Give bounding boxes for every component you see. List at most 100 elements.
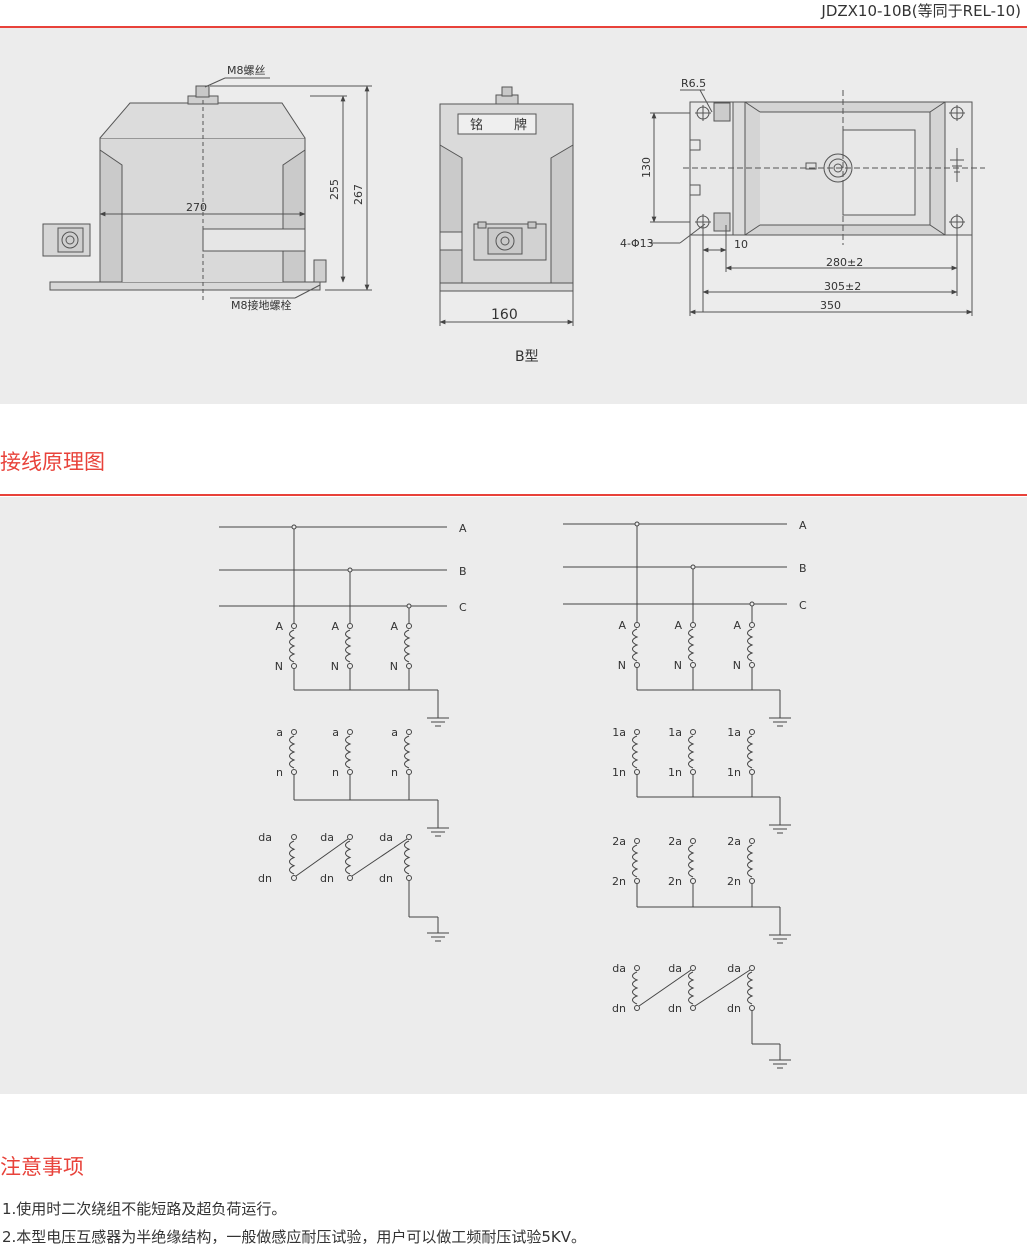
winding-coil xyxy=(289,629,296,663)
note-item-2: 2.本型电压互感器为半绝缘结构，一般做感应耐压试验，用户可以做工频耐压试验5KV… xyxy=(2,1228,586,1246)
terminal xyxy=(347,875,353,881)
winding-coil xyxy=(688,735,695,769)
winding-top-label: a xyxy=(276,726,283,739)
dim-130: 130 xyxy=(640,157,653,178)
dimension-drawings: M8螺丝 M8接地螺栓 270 255 267 铭 牌 160 B型 R6.5 … xyxy=(42,64,985,365)
winding-top-label: da xyxy=(258,831,272,844)
winding-coil xyxy=(289,735,296,769)
phase-label: A xyxy=(459,522,467,535)
m8-ground-bolt-label: M8接地螺栓 xyxy=(231,298,292,312)
terminal xyxy=(690,662,696,668)
winding-bottom-label: N xyxy=(674,659,682,672)
terminal xyxy=(291,875,297,881)
terminal xyxy=(634,838,640,844)
terminal xyxy=(347,623,353,629)
winding-top-label: 2a xyxy=(612,835,626,848)
winding-top-label: 2a xyxy=(727,835,741,848)
winding-top-label: da xyxy=(320,831,334,844)
winding-bottom-label: n xyxy=(276,766,283,779)
delta-link xyxy=(295,838,349,877)
terminal xyxy=(291,769,297,775)
dim-305: 305±2 xyxy=(824,280,861,293)
dim-160: 160 xyxy=(491,307,518,323)
winding-coil xyxy=(345,735,352,769)
winding-coil xyxy=(345,840,352,875)
terminal xyxy=(749,965,755,971)
top-view xyxy=(650,89,985,316)
winding-top-label: a xyxy=(391,726,398,739)
terminal xyxy=(406,769,412,775)
winding-coil xyxy=(632,971,639,1005)
header-rule xyxy=(0,26,1027,28)
winding-top-label: A xyxy=(331,620,339,633)
terminal xyxy=(406,623,412,629)
winding-top-label: da xyxy=(727,962,741,975)
terminal xyxy=(347,663,353,669)
terminal xyxy=(690,1005,696,1011)
winding-bottom-label: dn xyxy=(379,872,393,885)
junction xyxy=(749,601,755,607)
winding-coil xyxy=(404,629,411,663)
winding-coil xyxy=(632,628,639,662)
terminal xyxy=(749,1005,755,1011)
winding-top-label: A xyxy=(275,620,283,633)
winding-coil xyxy=(289,840,296,875)
winding-coil xyxy=(404,735,411,769)
terminal xyxy=(406,834,412,840)
dim-280: 280±2 xyxy=(826,256,863,269)
delta-link xyxy=(694,969,751,1007)
delta-link xyxy=(638,969,692,1007)
wiring-section-rule xyxy=(0,494,1027,496)
winding-bottom-label: N xyxy=(618,659,626,672)
winding-top-label: 2a xyxy=(668,835,682,848)
phase-label: C xyxy=(459,601,467,614)
wiring-section-title: 接线原理图 xyxy=(0,450,105,474)
terminal xyxy=(690,878,696,884)
terminal xyxy=(749,622,755,628)
notes-section-title: 注意事项 xyxy=(0,1155,84,1179)
front-view xyxy=(42,77,372,300)
terminal xyxy=(749,838,755,844)
junction xyxy=(347,567,353,573)
winding-top-label: 1a xyxy=(612,726,626,739)
winding-top-label: A xyxy=(390,620,398,633)
terminal xyxy=(749,769,755,775)
terminal xyxy=(634,769,640,775)
winding-bottom-label: N xyxy=(733,659,741,672)
terminal xyxy=(347,834,353,840)
terminal xyxy=(690,769,696,775)
nameplate-char-1: 铭 xyxy=(470,118,483,133)
dim-255: 255 xyxy=(328,179,341,200)
junction xyxy=(690,564,696,570)
winding-top-label: a xyxy=(332,726,339,739)
terminal xyxy=(690,965,696,971)
junction xyxy=(406,603,412,609)
winding-bottom-label: N xyxy=(275,660,283,673)
phase-label: C xyxy=(799,599,807,612)
winding-top-label: A xyxy=(618,619,626,632)
winding-coil xyxy=(747,844,754,878)
winding-top-label: 1a xyxy=(727,726,741,739)
dim-350: 350 xyxy=(820,299,841,312)
terminal xyxy=(690,729,696,735)
winding-bottom-label: 1n xyxy=(727,766,741,779)
winding-bottom-label: 1n xyxy=(668,766,682,779)
terminal xyxy=(406,875,412,881)
terminal xyxy=(634,662,640,668)
winding-top-label: da xyxy=(612,962,626,975)
winding-bottom-label: n xyxy=(391,766,398,779)
terminal xyxy=(690,838,696,844)
terminal xyxy=(634,878,640,884)
winding-bottom-label: 2n xyxy=(727,875,741,888)
note-item-1: 1.使用时二次绕组不能短路及超负荷运行。 xyxy=(2,1200,287,1218)
winding-bottom-label: 2n xyxy=(612,875,626,888)
terminal xyxy=(291,663,297,669)
phase-label: B xyxy=(799,562,807,575)
type-label: B型 xyxy=(515,349,539,365)
dim-270: 270 xyxy=(186,201,207,214)
side-view xyxy=(439,86,574,326)
winding-bottom-label: 1n xyxy=(612,766,626,779)
phase-label: A xyxy=(799,519,807,532)
terminal xyxy=(291,623,297,629)
terminal xyxy=(634,965,640,971)
